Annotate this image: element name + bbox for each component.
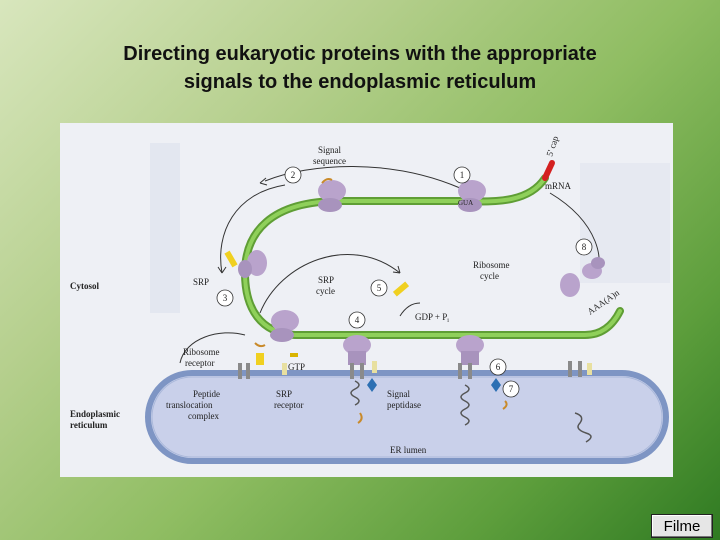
step-number: 3 — [223, 293, 228, 303]
peptide-translocation-label-3: complex — [188, 411, 219, 421]
er-label-2: reticulum — [70, 420, 108, 430]
codon-label: GUA — [458, 199, 473, 207]
signal-sequence-label-2: sequence — [313, 156, 346, 166]
step-marker-1: 1 — [453, 166, 471, 184]
gdp-pi-subscript: i — [447, 318, 449, 324]
ribosome-free-1 — [582, 257, 605, 279]
gtp-label: GTP — [288, 362, 305, 372]
step-number: 2 — [291, 170, 296, 180]
er-membrane-inner — [151, 376, 663, 458]
nascent-peptide — [460, 384, 470, 426]
step-number: 6 — [496, 362, 501, 372]
step-number: 1 — [460, 170, 465, 180]
ribosome-cycle-label-1: Ribosome — [473, 260, 510, 270]
signal-peptidase-label-2: peptidase — [387, 400, 421, 410]
translocon — [238, 363, 242, 379]
step-marker-8: 8 — [575, 238, 593, 256]
translocon — [350, 363, 354, 379]
arrow-head — [259, 177, 268, 186]
ribosome-1 — [458, 180, 486, 212]
nascent-peptide — [350, 380, 360, 406]
step-marker-6: 6 — [489, 358, 507, 376]
cleaved-signal — [502, 400, 508, 410]
ribosome-2 — [318, 180, 346, 212]
cytosol-label: Cytosol — [70, 281, 99, 291]
translocon — [568, 361, 572, 377]
er-label-1: Endoplasmic — [70, 409, 120, 419]
arrow-head — [392, 265, 401, 274]
slide-title-line1: Directing eukaryotic proteins with the a… — [123, 43, 597, 65]
srp-receptor — [282, 363, 287, 375]
er-targeting-diagram: 1 2 3 4 5 6 7 8 5' cap — [70, 134, 670, 464]
srp-cycle-label-2: cycle — [316, 286, 335, 296]
ribosome-6 — [456, 335, 484, 365]
peptide-translocation-label-2: translocation — [166, 400, 213, 410]
gdp-arrow — [399, 302, 421, 317]
step-number: 7 — [509, 384, 514, 394]
gdp-pi-text: GDP + P — [415, 312, 447, 322]
film-button[interactable]: Filme — [651, 514, 713, 538]
ribosome-receptor-label-1: Ribosome — [183, 347, 220, 357]
signal-peptidase-label-1: Signal — [387, 389, 411, 399]
step-number: 4 — [355, 315, 360, 325]
ribosome-cycle-arrow — [264, 166, 461, 189]
srp-cycle-arrow — [259, 254, 401, 314]
five-prime-cap — [542, 160, 555, 181]
srp-receptor — [587, 363, 592, 375]
translocon — [458, 363, 462, 379]
signal-sequence — [321, 178, 333, 184]
arrow-head — [217, 266, 227, 274]
ribosome-4 — [343, 335, 371, 365]
step-number: 8 — [582, 242, 587, 252]
srp-cycle-label-1: SRP — [318, 275, 334, 285]
figure-panel: 1 2 3 4 5 6 7 8 5' cap — [60, 123, 673, 477]
ribosome-cycle-label-2: cycle — [480, 271, 499, 281]
translocon — [360, 363, 364, 379]
srp-receptor-label-2: receptor — [274, 400, 303, 410]
mrna-label: mRNA — [545, 181, 572, 191]
srp-receptor-label-1: SRP — [276, 389, 292, 399]
cycle-arrow-left — [220, 184, 286, 274]
step-number: 5 — [377, 283, 382, 293]
bg-smudge — [150, 143, 180, 313]
er-lumen-label: ER lumen — [390, 445, 427, 455]
slide-title: Directing eukaryotic proteins with the a… — [40, 40, 680, 96]
ribosome-receptor-bound — [270, 310, 299, 342]
srp-label: SRP — [193, 277, 209, 287]
translocon — [578, 361, 582, 377]
gdp-pi-label: GDP + Pi — [415, 312, 449, 324]
translocon — [246, 363, 250, 379]
cleaved-signal — [357, 412, 363, 424]
cap-label: 5' cap — [544, 134, 560, 157]
ribosome-srp — [238, 250, 267, 278]
srp-particle — [392, 281, 410, 297]
step-marker-5: 5 — [370, 279, 388, 297]
peptide-translocation-label-1: Peptide — [193, 389, 220, 399]
step-marker-7: 7 — [502, 380, 520, 398]
ribosome-receptor-label-2: receptor — [185, 358, 214, 368]
srp-particle — [224, 250, 238, 268]
slide-title-line2: signals to the endoplasmic reticulum — [183, 71, 537, 93]
mrna-strand-highlight — [242, 176, 622, 337]
step-marker-3: 3 — [216, 289, 234, 307]
srp-receptor — [372, 361, 377, 373]
signal-peptidase — [367, 378, 377, 392]
ribosome-free-2 — [560, 273, 580, 297]
step-marker-4: 4 — [348, 311, 366, 329]
signal-peptidase — [491, 378, 501, 392]
cycle-arrow-lower — [179, 332, 246, 364]
step-marker-2: 2 — [284, 166, 302, 184]
folded-protein — [574, 412, 592, 443]
srp-particle — [256, 353, 264, 365]
translocon — [468, 363, 472, 379]
gtp-marker — [290, 353, 298, 357]
er-membrane — [145, 370, 669, 464]
signal-sequence — [254, 342, 266, 348]
signal-sequence-label-1: Signal — [318, 145, 342, 155]
